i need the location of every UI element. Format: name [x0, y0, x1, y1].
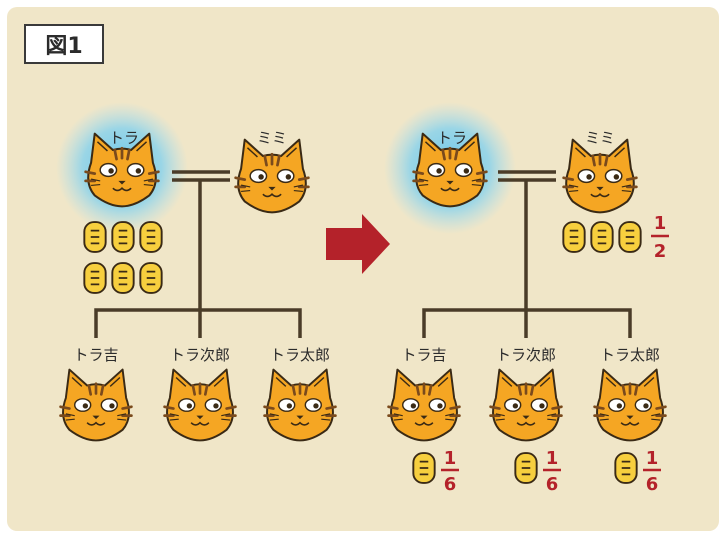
coin-icon [139, 262, 163, 294]
child2-cat-icon [489, 368, 563, 442]
figure-label: 図1 [24, 24, 104, 64]
child2-name-after: トラ次郎 [496, 346, 556, 364]
fraction-numerator: 1 [654, 213, 667, 234]
father-name-after: トラ [437, 129, 467, 147]
child1-cat-icon [59, 368, 133, 442]
coin-icon [139, 221, 163, 253]
child2-share-numerator: 1 [546, 448, 559, 469]
right-arrow-icon [326, 214, 390, 274]
family-tree-lines-before [94, 170, 302, 338]
child3-name-after: トラ太郎 [600, 346, 660, 364]
mother-name-after: ミミ [585, 129, 615, 147]
coin-icon [562, 221, 586, 253]
fraction-denominator: 2 [654, 241, 667, 262]
mother-name-before: ミミ [257, 129, 287, 147]
mother-coins-after [562, 221, 642, 253]
mother-share-fraction: 1 2 [651, 213, 669, 262]
coin-icon [618, 221, 642, 253]
child1-share-numerator: 1 [444, 448, 457, 469]
mother-cat-icon [562, 138, 638, 214]
coin-stack-before [83, 221, 163, 294]
father-name-before: トラ [109, 129, 139, 147]
coin-icon [614, 452, 638, 484]
coin-icon [83, 262, 107, 294]
child3-share-denominator: 6 [646, 474, 659, 495]
coin-icon [590, 221, 614, 253]
child3-share-numerator: 1 [646, 448, 659, 469]
coin-icon [514, 452, 538, 484]
family-tree-lines-after [422, 170, 632, 338]
child3-cat-icon [263, 368, 337, 442]
coin-icon [412, 452, 436, 484]
child1-share-denominator: 6 [444, 474, 457, 495]
child2-share-denominator: 6 [546, 474, 559, 495]
child1-name-after: トラ吉 [401, 346, 446, 364]
child2-name-before: トラ次郎 [170, 346, 230, 364]
child3-name-before: トラ太郎 [270, 346, 330, 364]
child1-cat-icon [387, 368, 461, 442]
mother-cat-icon [234, 138, 310, 214]
child2-cat-icon [163, 368, 237, 442]
coin-icon [111, 221, 135, 253]
child3-cat-icon [593, 368, 667, 442]
child1-name-before: トラ吉 [73, 346, 118, 364]
coin-icon [111, 262, 135, 294]
coin-icon [83, 221, 107, 253]
